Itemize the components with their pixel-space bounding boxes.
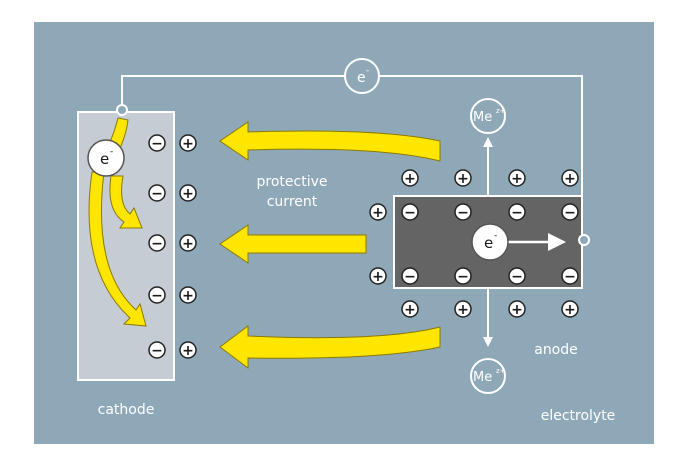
anode-bottom-plus-charge-glyph: + xyxy=(457,302,469,318)
anode-minus-charge-glyph: − xyxy=(564,269,576,285)
anode-minus-charge-glyph: − xyxy=(404,269,416,285)
anode-minus-charge-glyph: − xyxy=(511,205,523,221)
wire-electron-charge: - xyxy=(366,66,369,76)
cathode-minus-charge: − xyxy=(148,286,166,304)
anode-electron: e - xyxy=(471,223,509,261)
charge-symbols: − + − + − + − + − + + + + + + + + + + + − − − − − − − − xyxy=(148,134,579,359)
cathode-plus-charge-glyph: + xyxy=(182,136,194,152)
cathode-minus-charge-glyph: − xyxy=(151,236,163,252)
anode-label: anode xyxy=(534,342,578,358)
wire-electron: e - xyxy=(344,58,380,94)
protective-current-label-line2: current xyxy=(267,194,318,210)
cathode-plus-charge-glyph: + xyxy=(182,236,194,252)
anode-bottom-plus-charge: + xyxy=(454,300,472,318)
anode-top-plus-charge-glyph: + xyxy=(404,171,416,187)
anode-left-plus-charge: + xyxy=(369,203,387,221)
cathode-plus-charge: + xyxy=(179,134,197,152)
cathode-wire-node xyxy=(116,104,128,116)
anode-minus-charge-glyph: − xyxy=(457,269,469,285)
anode-bottom-plus-charge: + xyxy=(508,300,526,318)
cathode-minus-charge-glyph: − xyxy=(151,288,163,304)
cathode-minus-charge: − xyxy=(148,184,166,202)
metal-ion-top: Me z+ xyxy=(470,98,506,134)
cathode-minus-charge: − xyxy=(148,234,166,252)
metal-ion-bottom-charge: z+ xyxy=(496,367,506,375)
anode-electron-arrowhead xyxy=(548,233,566,251)
anode-left-plus-charge-glyph: + xyxy=(372,205,384,221)
anode-minus-charge: − xyxy=(508,267,526,285)
anode-electron-charge: - xyxy=(494,231,497,241)
cathode-minus-charge-glyph: − xyxy=(151,186,163,202)
cathode-label: cathode xyxy=(98,402,155,418)
cathode-electron: e - xyxy=(87,139,125,177)
metal-ion-top-symbol: Me xyxy=(473,110,492,125)
cathode-plus-charge-glyph: + xyxy=(182,343,194,359)
anode-left-plus-charge: + xyxy=(369,267,387,285)
cathode-minus-charge: − xyxy=(148,134,166,152)
cathode-electron-arrow-upper xyxy=(109,175,143,229)
cathode-plus-charge: + xyxy=(179,286,197,304)
anode-minus-charge: − xyxy=(454,267,472,285)
cathode-plus-charge: + xyxy=(179,234,197,252)
protective-current-arrow-top xyxy=(219,121,441,162)
metal-ion-top-charge: z+ xyxy=(496,107,506,115)
metal-ion-bottom: Me z+ xyxy=(470,358,506,394)
anode-top-plus-charge: + xyxy=(454,169,472,187)
cathode-electron-charge: - xyxy=(110,147,113,157)
anode-minus-charge: − xyxy=(561,267,579,285)
anode-minus-charge-glyph: − xyxy=(404,205,416,221)
cathode-plus-charge-glyph: + xyxy=(182,186,194,202)
metal-ion-bottom-symbol: Me xyxy=(473,370,492,385)
anode-top-plus-charge: + xyxy=(561,169,579,187)
cathode-electron-arrow-lower xyxy=(88,171,147,327)
cathode-plus-charge: + xyxy=(179,341,197,359)
anode-bottom-plus-charge-glyph: + xyxy=(564,302,576,318)
anode-electron-symbol: e xyxy=(484,234,493,252)
cathode-electron-symbol: e xyxy=(100,150,109,168)
anode-top-plus-charge: + xyxy=(508,169,526,187)
anode-top-plus-charge-glyph: + xyxy=(564,171,576,187)
anode-minus-charge-glyph: − xyxy=(564,205,576,221)
electrolyte-label: electrolyte xyxy=(541,408,616,424)
cathode-minus-charge: − xyxy=(148,341,166,359)
anode-minus-charge: − xyxy=(401,267,419,285)
anode-bottom-plus-charge: + xyxy=(401,300,419,318)
anode-minus-charge-glyph: − xyxy=(511,269,523,285)
protective-current-arrow-bottom xyxy=(219,325,441,369)
wire-electron-symbol: e xyxy=(357,70,366,86)
cathode-minus-charge-glyph: − xyxy=(151,343,163,359)
anode-minus-charge: − xyxy=(454,203,472,221)
anode-bottom-plus-charge-glyph: + xyxy=(511,302,523,318)
anode-top-plus-charge: + xyxy=(401,169,419,187)
protective-current-arrow-middle xyxy=(219,224,367,264)
anode-wire-node xyxy=(578,234,590,246)
cathode-minus-charge-glyph: − xyxy=(151,136,163,152)
cathode-plus-charge: + xyxy=(179,184,197,202)
protective-current-label-line1: protective xyxy=(257,174,328,190)
anode-bottom-plus-charge: + xyxy=(561,300,579,318)
anode-top-plus-charge-glyph: + xyxy=(511,171,523,187)
anode-minus-charge: − xyxy=(401,203,419,221)
anode-minus-charge: − xyxy=(508,203,526,221)
cathode-plus-charge-glyph: + xyxy=(182,288,194,304)
anode-left-plus-charge-glyph: + xyxy=(372,269,384,285)
anode-bottom-plus-charge-glyph: + xyxy=(404,302,416,318)
anode-minus-charge: − xyxy=(561,203,579,221)
anode-minus-charge-glyph: − xyxy=(457,205,469,221)
anode-top-plus-charge-glyph: + xyxy=(457,171,469,187)
